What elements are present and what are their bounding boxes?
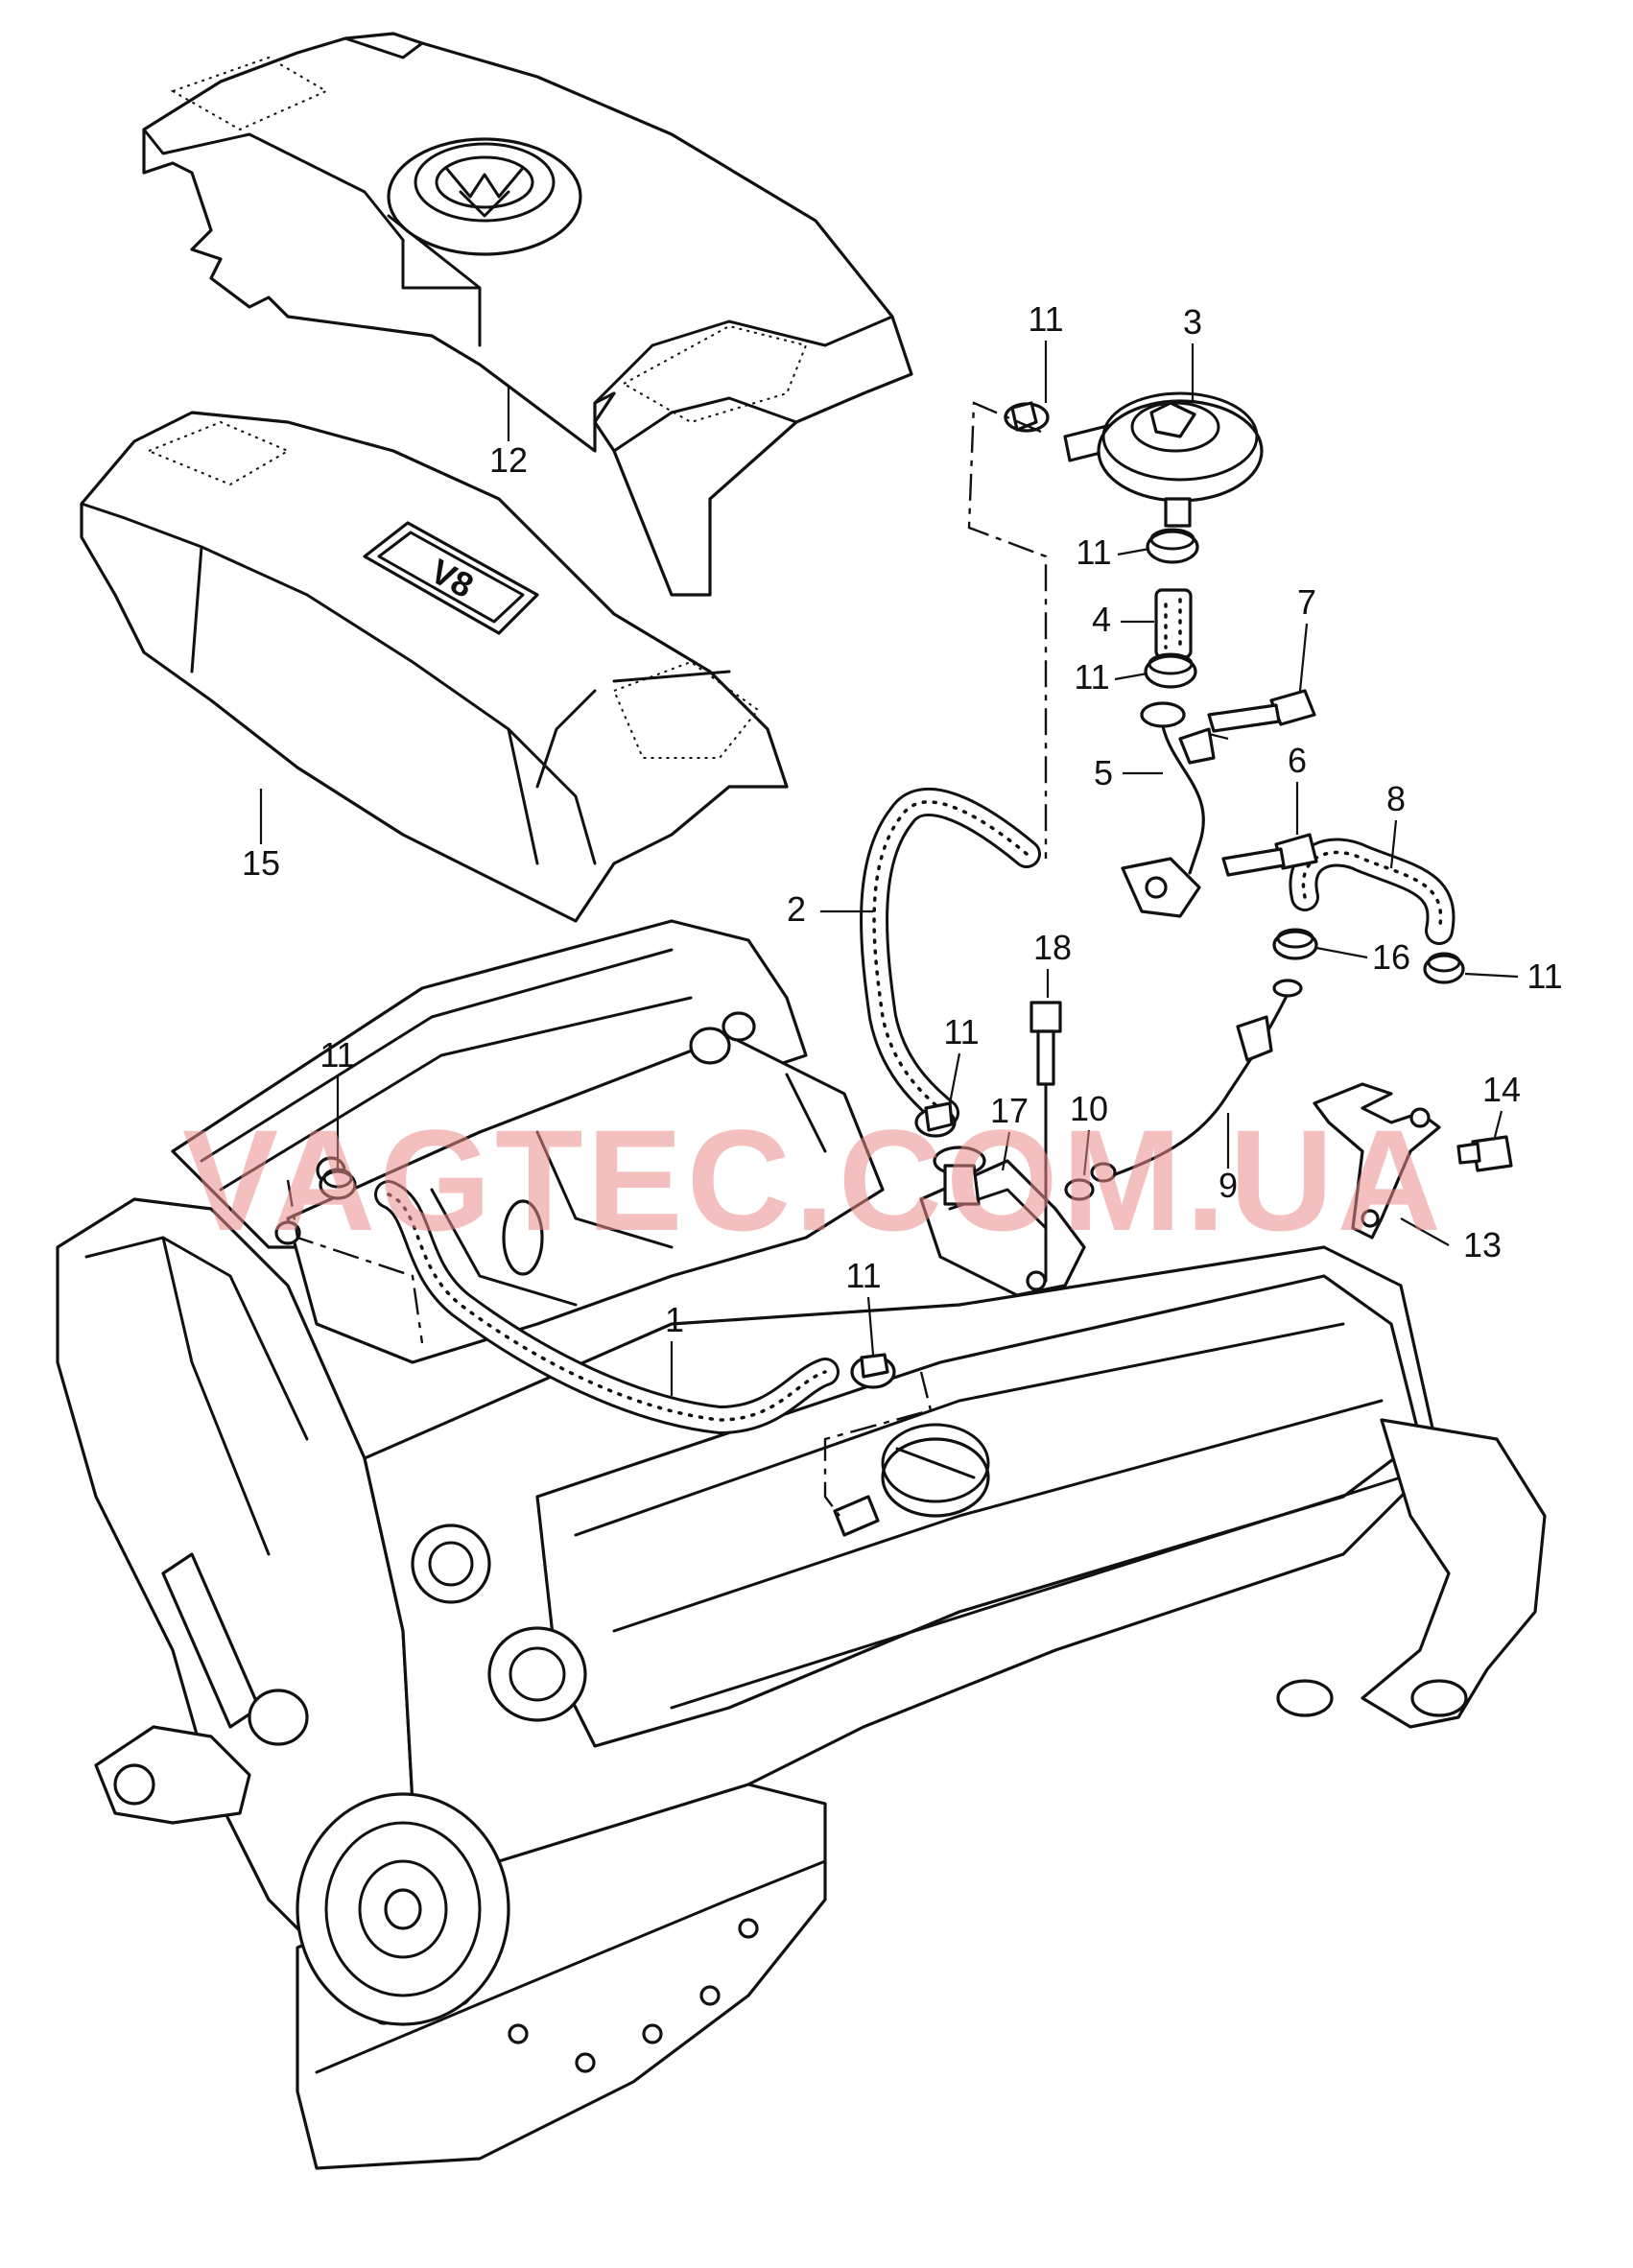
callout-11: 11: [1028, 299, 1063, 339]
bolt-16: [1456, 1135, 1513, 1172]
hose-clamp-e: [914, 1101, 957, 1138]
callout-11: 11: [320, 1035, 355, 1075]
callout-labels: 11 3 11 4 11 7 5 6 8 2 16 11 18 11 17 10…: [242, 299, 1563, 1396]
engine-cover-upper: [142, 32, 913, 597]
callout-9: 9: [1219, 1166, 1238, 1205]
hose-clamp-b: [1146, 528, 1199, 564]
oil-separator-13: [919, 1146, 1086, 1297]
hose-clamp-g: [850, 1353, 896, 1389]
callout-17: 15: [242, 843, 280, 883]
callout-11: 11: [1526, 957, 1562, 996]
bracket-15: [1313, 1082, 1441, 1240]
callout-11: 11: [845, 1256, 881, 1295]
callout-4: 4: [1092, 600, 1111, 639]
hose-1: [374, 1180, 840, 1434]
engine-cover-lower: V8: [80, 411, 789, 923]
v8-badge: V8: [363, 521, 539, 635]
hose-clamp-12: [1272, 928, 1318, 960]
callout-3: 3: [1183, 302, 1202, 342]
pipe-5: [1121, 701, 1216, 918]
hose-4: [1154, 588, 1193, 659]
bolt-7: [1207, 689, 1316, 741]
watermark-text: VAGTEC.COM.UA: [182, 1099, 1445, 1261]
callout-5: 5: [1094, 753, 1113, 792]
hose-8: [1289, 838, 1456, 945]
callout-18: 12: [489, 440, 528, 480]
callout-13: 17: [990, 1091, 1029, 1130]
bolt-14: [1030, 1001, 1062, 1283]
hose-2: [860, 787, 1041, 1127]
engine-block: [56, 919, 1547, 2170]
callout-8: 8: [1386, 779, 1406, 818]
callout-11: 11: [1074, 657, 1109, 697]
callout-16: 14: [1482, 1070, 1521, 1109]
connection-lines: [286, 401, 1048, 1517]
pressure-valve-3: [1063, 391, 1264, 528]
bolt-6: [1221, 833, 1318, 877]
callout-12: 16: [1372, 937, 1410, 977]
callout-2: 2: [787, 889, 806, 929]
seal-ring-10: [1064, 1162, 1117, 1201]
callout-10: 10: [1070, 1089, 1108, 1128]
pipe-9: [1111, 979, 1303, 1177]
callout-11: 11: [1076, 532, 1111, 572]
hose-clamp-d: [1423, 952, 1465, 984]
callout-6: 6: [1288, 741, 1307, 780]
callout-1: 1: [665, 1300, 684, 1339]
callout-15: 13: [1463, 1225, 1502, 1264]
callout-11: 11: [943, 1012, 979, 1051]
hose-clamp-c: [1144, 652, 1197, 689]
callout-14: 18: [1033, 928, 1072, 967]
callout-7: 7: [1297, 582, 1316, 622]
